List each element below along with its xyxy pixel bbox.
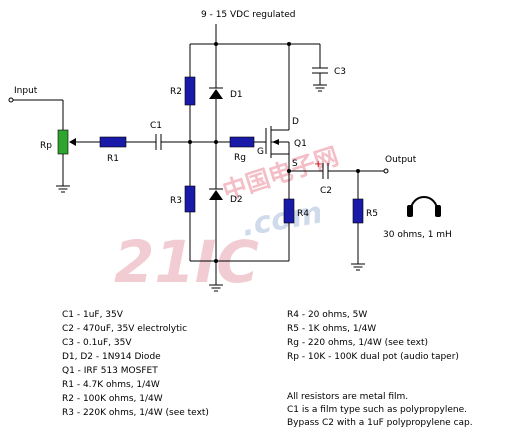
pin-g: G	[257, 147, 264, 157]
pin-s: S	[292, 159, 298, 169]
part-line: R1 - 4.7K ohms, 1/4W	[62, 380, 160, 390]
resistor-rg: Rg	[229, 136, 266, 163]
resistor-r3: R3	[170, 142, 196, 261]
label-q1: Q1	[294, 139, 307, 149]
supply-label: 9 - 15 VDC regulated	[201, 10, 296, 20]
input-section: Input Rp	[8, 86, 100, 193]
parts-list-left: C1 - 1uF, 35V C2 - 470uF, 35V electrolyt…	[62, 310, 209, 418]
note-line: All resistors are metal film.	[287, 392, 408, 402]
output-label: Output	[385, 155, 417, 165]
resistor-r2: R2	[170, 44, 196, 142]
bottom-rail	[190, 259, 289, 292]
label-d1: D1	[230, 90, 243, 100]
notes: All resistors are metal film. C1 is a fi…	[287, 392, 473, 428]
label-c2: C2	[320, 186, 332, 196]
top-rail	[190, 24, 320, 46]
part-line: C3 - 0.1uF, 35V	[62, 338, 132, 348]
part-line: C1 - 1uF, 35V	[62, 310, 124, 320]
part-line: C2 - 470uF, 35V electrolytic	[62, 324, 187, 334]
label-r3: R3	[170, 196, 182, 206]
resistor-r5: R5	[351, 171, 378, 271]
watermark-com: .com	[239, 195, 325, 244]
resistor-r4: R4	[283, 198, 309, 261]
capacitor-c3: C3	[312, 44, 346, 92]
label-d2: D2	[230, 195, 243, 205]
mosfet-q1: G S Q1	[257, 125, 307, 169]
note-line: C1 is a film type such as polypropylene.	[287, 405, 467, 415]
label-rp: Rp	[40, 141, 52, 151]
potentiometer-rp	[57, 129, 69, 155]
part-line: R4 - 20 ohms, 5W	[287, 310, 367, 320]
part-line: R3 - 220K ohms, 1/4W (see text)	[62, 408, 209, 418]
resistor-r1: R1	[99, 136, 156, 164]
output-section: + C2 Output	[287, 155, 417, 199]
label-rg: Rg	[234, 153, 246, 163]
parts-list-right: R4 - 20 ohms, 5W R5 - 1K ohms, 1/4W Rg -…	[287, 310, 459, 362]
diode-d1: D1	[209, 44, 243, 142]
part-line: D1, D2 - 1N914 Diode	[62, 352, 161, 362]
headphones-icon: 30 ohms, 1 mH	[383, 196, 452, 240]
label-c1: C1	[150, 121, 162, 131]
part-line: R5 - 1K ohms, 1/4W	[287, 324, 376, 334]
label-c3: C3	[334, 67, 346, 77]
input-label: Input	[14, 86, 38, 96]
diode-d2: D2	[209, 142, 243, 261]
label-r1: R1	[107, 154, 119, 164]
note-line: Bypass C2 with a 1uF polypropylene cap.	[287, 418, 473, 428]
headphones-label: 30 ohms, 1 mH	[383, 230, 452, 240]
part-line: Rp - 10K - 100K dual pot (audio taper)	[287, 352, 459, 362]
watermark-21ic: 21IC	[114, 228, 259, 296]
wiper-arrow-icon	[69, 138, 76, 146]
part-line: R2 - 100K ohms, 1/4W	[62, 394, 163, 404]
label-r4: R4	[297, 209, 309, 219]
part-line: Q1 - IRF 513 MOSFET	[62, 366, 158, 376]
pin-d: D	[292, 117, 299, 127]
label-r2: R2	[170, 87, 182, 97]
c2-polarity: +	[314, 159, 322, 170]
drain-line: D	[288, 44, 299, 127]
capacitor-c1: C1	[150, 121, 230, 150]
label-r5: R5	[366, 209, 378, 219]
part-line: Rg - 220 ohms, 1/4W (see text)	[287, 338, 428, 348]
